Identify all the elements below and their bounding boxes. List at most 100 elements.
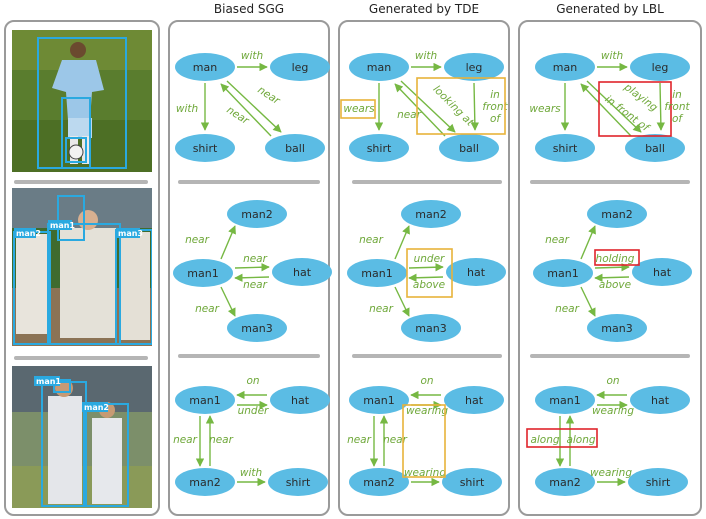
shirt-node-label: shirt (646, 476, 671, 489)
relation-arrow (580, 83, 632, 137)
relation-arrow (594, 273, 630, 282)
hat-node-label: hat (293, 266, 312, 279)
man3-node-label: man3 (241, 322, 272, 335)
relation-label: above (599, 279, 631, 291)
hat-node (444, 386, 504, 414)
shirt-node (535, 134, 595, 162)
relation-arrow (394, 83, 446, 137)
man3-node-label: man3 (601, 322, 632, 335)
tde-highlight-box (340, 99, 376, 119)
man2-node-label: man2 (363, 476, 394, 489)
header-lbl: Generated by LBL (556, 2, 664, 16)
hat-node-label: hat (467, 266, 486, 279)
photo-soccer-player (12, 30, 152, 172)
relation-label: on (420, 375, 433, 387)
relation-label: under (238, 405, 269, 417)
relation-label: with (176, 103, 198, 115)
relation-label: on (606, 375, 619, 387)
relation-label: near (347, 434, 372, 446)
man3-node-label: man3 (415, 322, 446, 335)
ball-node-label: ball (459, 142, 479, 155)
shirt-node (175, 134, 235, 162)
relation-label: near (369, 303, 394, 315)
tde-highlight-box (402, 404, 446, 478)
separator (352, 180, 502, 184)
relation-label: near (209, 434, 234, 446)
relation-arrow (234, 263, 270, 272)
shirt-node-label: shirt (460, 476, 485, 489)
hat-node (446, 258, 506, 286)
ball-node-label: ball (645, 142, 665, 155)
relation-label: on (246, 375, 259, 387)
man2-node (587, 200, 647, 228)
header-biased-sgg: Biased SGG (213, 2, 285, 16)
relation-arrow (400, 80, 456, 133)
relation-label: with (601, 50, 623, 62)
relation-arrow (220, 286, 236, 317)
header-tde: Generated by TDE (368, 2, 480, 16)
relation-label: near (255, 84, 282, 107)
bbox-label: man1 (50, 221, 75, 230)
relation-arrow (580, 286, 596, 317)
ball-node-label: ball (285, 142, 305, 155)
hat-node-label: hat (653, 266, 672, 279)
relation-arrow (408, 263, 444, 272)
bbox-label: man3 (118, 229, 143, 238)
ball-node (265, 134, 325, 162)
man2-node-label: man2 (189, 476, 220, 489)
hat-node-label: hat (291, 394, 310, 407)
hat-node (270, 386, 330, 414)
relation-label: holding (596, 253, 635, 265)
man-node-label: man (553, 61, 577, 74)
shirt-node-label: shirt (193, 142, 218, 155)
man1-node (173, 259, 233, 287)
man1-node-label: man1 (547, 267, 578, 280)
separator (178, 354, 320, 358)
bbox-label: man2 (84, 403, 109, 412)
bbox-label: man2 (16, 229, 41, 238)
man1-node-label: man1 (361, 267, 392, 280)
relation-label: looking at (430, 83, 476, 129)
man1-node-label: man1 (187, 267, 218, 280)
hat-node-label: hat (651, 394, 670, 407)
ball-node (625, 134, 685, 162)
relation-arrow (220, 83, 272, 137)
hat-node (630, 386, 690, 414)
photo-baseball-players: man1 man2 (12, 366, 152, 508)
separator (178, 180, 320, 184)
ball-node (439, 134, 499, 162)
relation-arrow (220, 225, 236, 260)
man2-node (401, 200, 461, 228)
shirt-node-label: shirt (553, 142, 578, 155)
relation-arrow (226, 80, 282, 133)
relation-label: near (397, 109, 422, 121)
relation-arrow (580, 225, 596, 260)
photo-baseball-ceremony: man2 man1 man3 (12, 188, 152, 346)
relation-label: near (383, 434, 408, 446)
man-node (175, 53, 235, 81)
man1-node (349, 386, 409, 414)
relation-label: under (414, 253, 445, 265)
leg-node (630, 53, 690, 81)
relation-label: with (240, 467, 262, 479)
relation-arrow (408, 273, 444, 282)
man-node-label: man (367, 61, 391, 74)
relation-arrow (234, 273, 270, 282)
lbl-highlight-box (594, 249, 640, 266)
separator (352, 354, 502, 358)
man2-node (535, 468, 595, 496)
leg-node-label: leg (652, 61, 669, 74)
relation-label: wearing (590, 467, 632, 479)
lbl-highlight-box (526, 428, 598, 448)
shirt-node-label: shirt (367, 142, 392, 155)
shirt-node (268, 468, 328, 496)
tde-highlight-box (406, 248, 453, 298)
relation-label: near (555, 303, 580, 315)
man3-node (401, 314, 461, 342)
separator (530, 180, 690, 184)
relation-label: with (241, 50, 263, 62)
separator (14, 180, 148, 184)
